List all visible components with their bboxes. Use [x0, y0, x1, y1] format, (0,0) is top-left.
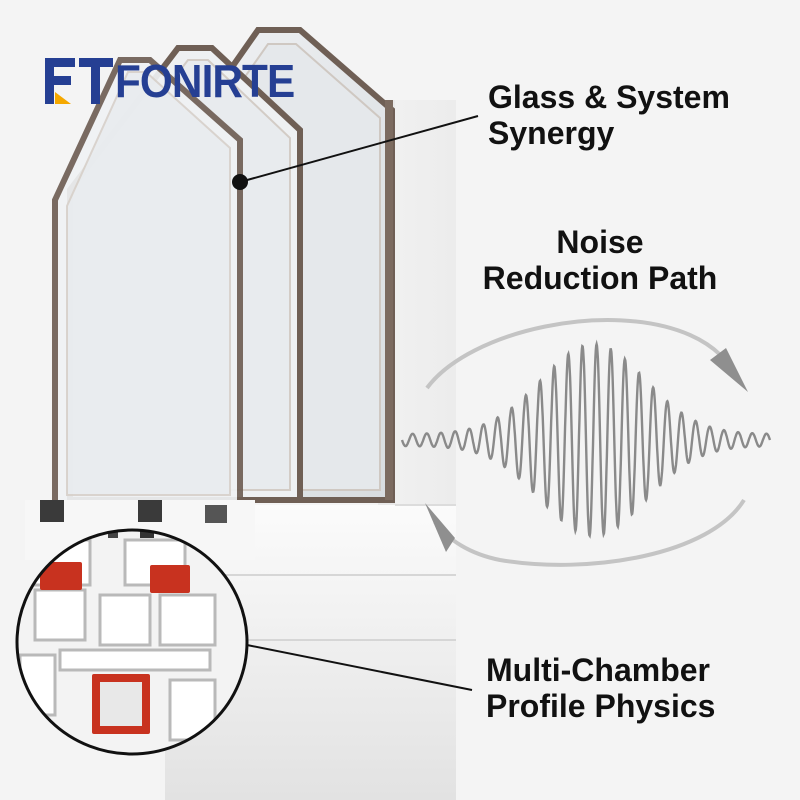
callout-multi-chamber-profile: Multi-Chamber Profile Physics	[486, 652, 715, 724]
callout-leaders	[232, 115, 479, 691]
noise-waveform	[400, 339, 772, 539]
callout-noise-reduction-path: Noise Reduction Path	[450, 224, 750, 296]
arrow-head-left	[425, 503, 455, 552]
callout-dot	[232, 174, 248, 190]
arrow-head-right	[710, 348, 748, 392]
callout-line: Noise	[556, 224, 644, 260]
callout-line: Glass & System	[488, 79, 730, 115]
brand-logo: FONIRTE	[45, 58, 310, 104]
brand-name: FONIRTE	[115, 55, 295, 107]
callout-line: Multi-Chamber	[486, 652, 710, 688]
callout-glass-system-synergy: Glass & System Synergy	[488, 79, 730, 151]
profile-cross-section	[17, 530, 247, 754]
noise-arrows	[425, 318, 748, 567]
arrow-lower	[433, 498, 746, 567]
brand-mark-icon	[45, 58, 113, 104]
callout-line: Profile Physics	[486, 688, 716, 724]
steel-reinforcement	[40, 562, 82, 590]
magnifier-circle	[15, 528, 249, 756]
callout-line: Synergy	[488, 115, 615, 151]
steel-reinforcement	[150, 565, 190, 593]
glass-panes	[52, 27, 395, 508]
callout-line: Reduction Path	[482, 260, 718, 296]
